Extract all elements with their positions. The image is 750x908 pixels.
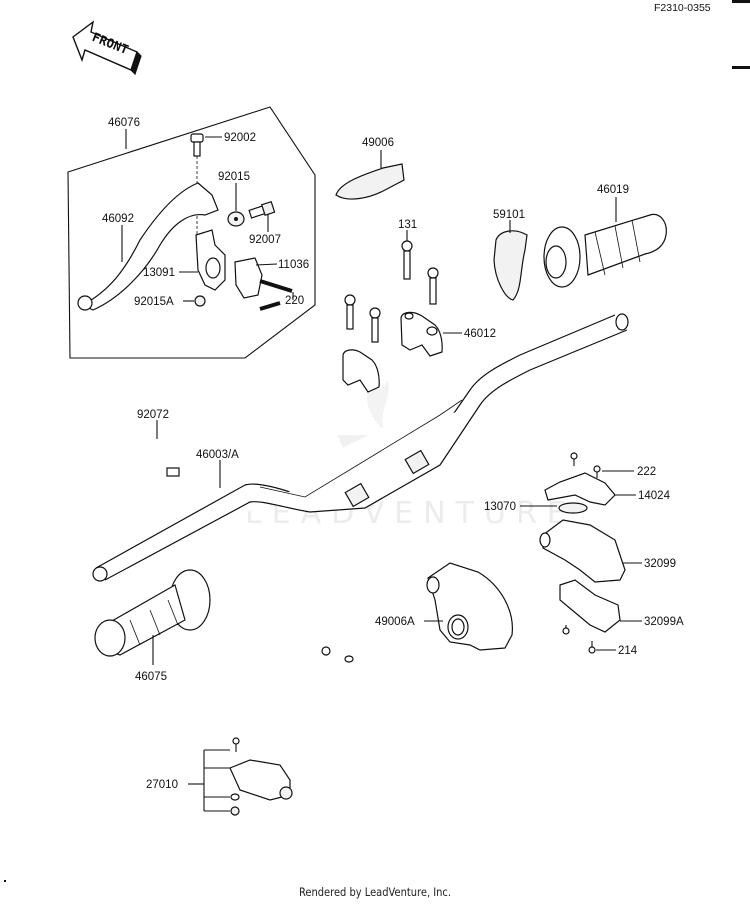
part-49006A[interactable] xyxy=(424,562,513,651)
clutch-lever-assembly-box xyxy=(67,106,316,359)
edge-mark-middle xyxy=(732,66,750,69)
label-59101: 59101 xyxy=(493,209,525,221)
part-14024[interactable] xyxy=(544,472,636,506)
label-222: 222 xyxy=(637,466,656,478)
label-92007: 92007 xyxy=(249,234,281,246)
stray-mark xyxy=(4,880,6,882)
label-92015A: 92015A xyxy=(134,296,174,308)
part-59101[interactable] xyxy=(493,220,528,301)
part-214[interactable] xyxy=(562,625,616,654)
label-46075: 46075 xyxy=(135,671,167,683)
label-11036: 11036 xyxy=(278,259,309,271)
footer-credit: Rendered by LeadVenture, Inc. xyxy=(298,885,452,899)
part-13091[interactable] xyxy=(179,229,226,291)
part-27010[interactable] xyxy=(188,646,354,816)
label-220: 220 xyxy=(285,295,304,307)
part-131[interactable] xyxy=(344,230,439,343)
part-49006[interactable] xyxy=(335,150,405,200)
label-46003A: 46003/A xyxy=(196,449,239,461)
part-92015[interactable] xyxy=(227,183,245,227)
part-46019[interactable] xyxy=(543,197,667,288)
part-46003A[interactable] xyxy=(92,313,629,582)
edge-mark-top xyxy=(732,0,750,3)
label-46092: 46092 xyxy=(102,213,134,225)
part-46092[interactable] xyxy=(77,182,219,311)
part-46075[interactable] xyxy=(94,569,211,665)
label-46012: 46012 xyxy=(464,328,496,340)
label-131: 131 xyxy=(398,219,417,231)
label-14024: 14024 xyxy=(638,490,671,502)
label-46019: 46019 xyxy=(597,184,629,196)
label-13070: 13070 xyxy=(484,501,516,513)
part-13070[interactable] xyxy=(520,502,588,514)
label-27010: 27010 xyxy=(146,779,178,791)
label-92015: 92015 xyxy=(218,171,250,183)
part-32099A[interactable] xyxy=(559,579,642,633)
part-222[interactable] xyxy=(570,452,634,478)
label-13091: 13091 xyxy=(143,267,175,279)
part-32099[interactable] xyxy=(539,519,642,583)
part-92072[interactable] xyxy=(137,420,180,493)
label-32099A: 32099A xyxy=(644,616,684,628)
part-11036[interactable] xyxy=(234,257,278,299)
figure-code: F2310-0355 xyxy=(654,2,711,14)
front-arrow-icon: FRONT xyxy=(72,20,142,76)
label-32099: 32099 xyxy=(644,558,676,570)
label-46076: 46076 xyxy=(108,117,140,129)
label-92072: 92072 xyxy=(137,409,169,421)
label-92002: 92002 xyxy=(224,132,256,144)
label-49006A: 49006A xyxy=(375,616,415,628)
part-220[interactable] xyxy=(259,279,294,311)
part-92007[interactable] xyxy=(248,200,276,232)
part-labels: 46076 92002 92015 92007 46092 13091 1103… xyxy=(102,117,684,791)
label-214: 214 xyxy=(618,645,638,657)
part-46012[interactable] xyxy=(342,311,462,393)
part-92015A[interactable] xyxy=(183,295,206,307)
label-49006: 49006 xyxy=(362,137,394,149)
